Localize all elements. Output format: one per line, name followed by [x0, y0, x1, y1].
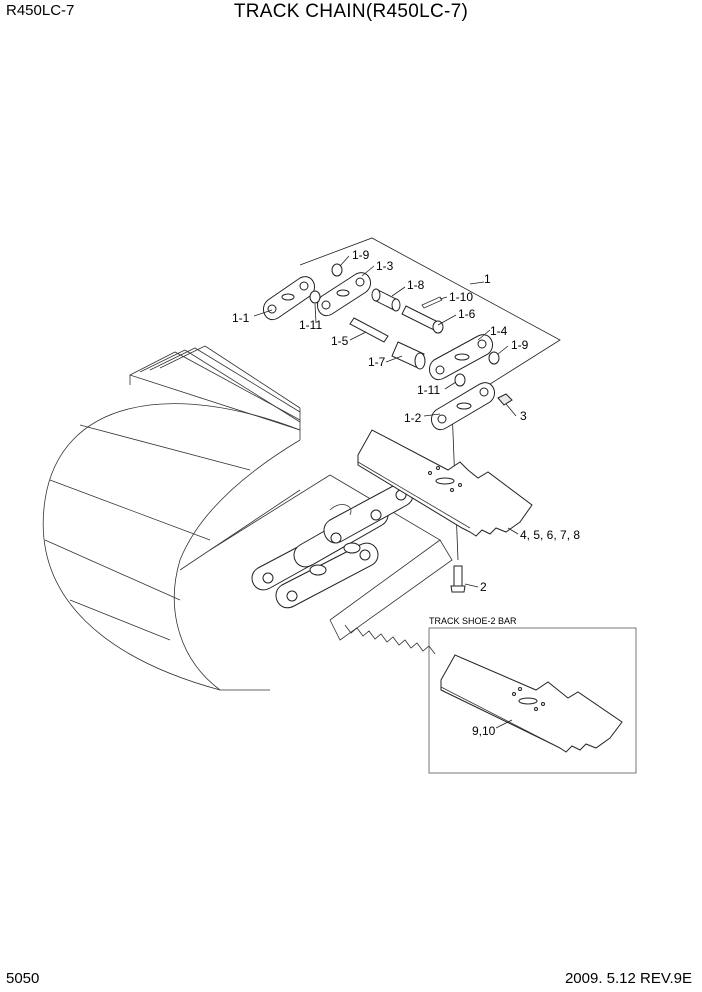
callout-1-2: 1-2	[404, 411, 422, 425]
page-title: TRACK CHAIN(R450LC-7)	[233, 1, 469, 22]
part-1-9-washer-top	[331, 263, 343, 277]
page-number: 5050	[6, 970, 40, 987]
callout-1-9-top: 1-9	[352, 248, 370, 262]
callout-9-10: 9,10	[472, 724, 496, 738]
callout-1-9-right: 1-9	[511, 338, 529, 352]
installed-chain-links	[251, 482, 414, 609]
callout-1: 1	[484, 272, 491, 286]
part-1-6-pin	[401, 305, 444, 334]
part-2-bolt	[450, 565, 466, 593]
part-1-8-bushing	[371, 288, 401, 312]
leader-lines	[253, 255, 519, 588]
callout-1-8: 1-8	[407, 278, 425, 292]
part-1-1-link	[263, 276, 315, 321]
callout-3: 3	[520, 409, 527, 423]
part-1-4-link	[429, 334, 493, 381]
model-code: R450LC-7	[6, 2, 75, 19]
inset-track-shoe-2-bar: TRACK SHOE-2 BAR 9,10	[428, 616, 637, 774]
callout-1-10: 1-10	[449, 290, 473, 304]
part-1-3-link	[317, 272, 371, 317]
part-4-8-track-shoe	[357, 429, 533, 537]
callout-1-5: 1-5	[331, 334, 349, 348]
part-1-11-washer-right	[454, 373, 466, 387]
callout-1-1: 1-1	[232, 311, 250, 325]
part-1-2-link	[431, 382, 495, 431]
part-1-7-bushing	[391, 341, 426, 370]
revision-date: 2009. 5.12 REV.9E	[564, 970, 692, 987]
callout-1-3: 1-3	[376, 259, 394, 273]
callout-2: 2	[480, 580, 487, 594]
callout-1-11-left: 1-11	[299, 318, 322, 332]
track-belt-illustration	[42, 345, 453, 691]
inset-title: TRACK SHOE-2 BAR	[429, 616, 517, 626]
part-1-5-pin	[349, 317, 389, 343]
callout-4-8: 4, 5, 6, 7, 8	[520, 528, 580, 542]
part-3-nut	[497, 393, 513, 406]
part-1-10-clip	[421, 296, 443, 309]
callout-1-11-right: 1-11	[417, 383, 440, 397]
part-1-11-washer-left	[309, 290, 321, 304]
part-1-9-washer-right	[488, 351, 500, 365]
callout-1-6: 1-6	[458, 307, 476, 321]
callout-1-4: 1-4	[490, 324, 508, 338]
callout-1-7: 1-7	[368, 355, 386, 369]
